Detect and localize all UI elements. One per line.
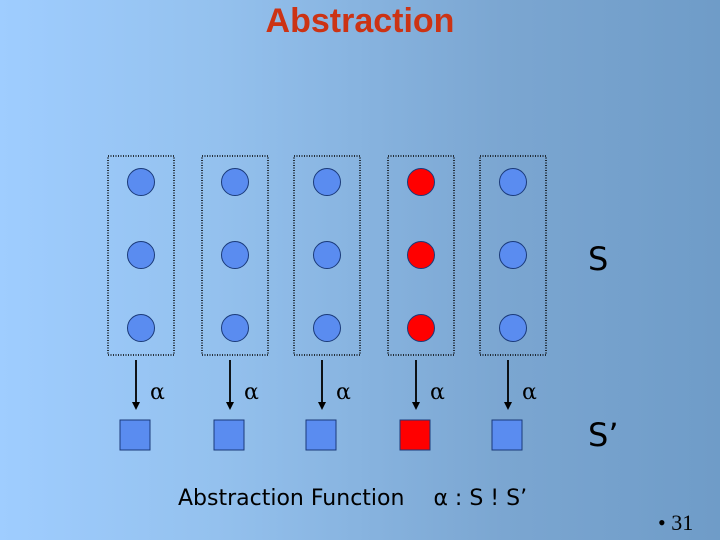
state-node-1-3 [127, 314, 155, 342]
state-node-1-2 [127, 241, 155, 269]
alpha-label-5: α [522, 380, 537, 405]
slide-title: Abstraction [265, 2, 455, 40]
abstract-state-1 [119, 419, 151, 451]
state-node-4-2 [407, 241, 435, 269]
state-column-3 [293, 155, 361, 356]
alpha-label-4: α [430, 380, 445, 405]
state-node-2-1 [221, 168, 249, 196]
alpha-label-1: α [150, 380, 165, 405]
state-node-5-1 [499, 168, 527, 196]
abstract-state-3 [305, 419, 337, 451]
state-column-1 [107, 155, 175, 356]
state-node-3-2 [313, 241, 341, 269]
caption: Abstraction Function α : S ! S’ [178, 486, 549, 511]
state-column-2 [201, 155, 269, 356]
abstract-state-5 [491, 419, 523, 451]
caption-text: Abstraction Function [178, 486, 405, 511]
state-node-2-3 [221, 314, 249, 342]
caption-formula: α : S ! S’ [433, 486, 528, 511]
state-space-label: S [588, 240, 609, 278]
state-node-3-3 [313, 314, 341, 342]
state-column-5 [479, 155, 547, 356]
state-node-5-3 [499, 314, 527, 342]
abstract-state-2 [213, 419, 245, 451]
alpha-label-2: α [244, 380, 259, 405]
state-node-1-1 [127, 168, 155, 196]
state-node-5-2 [499, 241, 527, 269]
state-node-3-1 [313, 168, 341, 196]
page-number: • 31 [658, 510, 694, 535]
alpha-label-3: α [336, 380, 351, 405]
state-node-4-3 [407, 314, 435, 342]
state-node-2-2 [221, 241, 249, 269]
state-node-4-1 [407, 168, 435, 196]
state-column-4 [387, 155, 455, 356]
abstract-space-label: S’ [588, 416, 619, 454]
abstract-state-4 [399, 419, 431, 451]
